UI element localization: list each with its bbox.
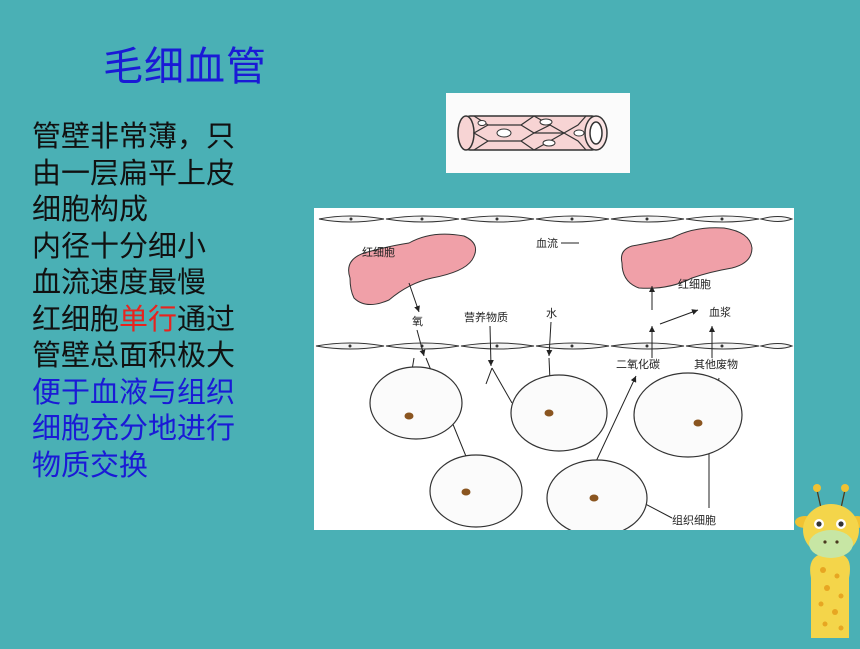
giraffe-icon bbox=[783, 478, 860, 645]
label-blood-flow: 血流 bbox=[536, 236, 558, 250]
red-blood-cell-left bbox=[348, 233, 477, 305]
label-water: 水 bbox=[546, 307, 557, 320]
text-line: 物质交换 bbox=[32, 447, 292, 484]
label-rbc-left: 红细胞 bbox=[362, 246, 395, 259]
text-line: 由一层扁平上皮 bbox=[32, 155, 292, 192]
text-segment: 便于血液与组织 bbox=[32, 374, 236, 409]
label-nutrients: 营养物质 bbox=[464, 310, 508, 324]
text-line: 细胞充分地进行 bbox=[32, 410, 292, 447]
label-tissue-cells: 组织细胞 bbox=[672, 513, 716, 527]
capillary-exchange-diagram: 红细胞 血流 红细胞 血浆 氧 营养物质 水 二氧化碳 其他废物 组织细胞 bbox=[314, 208, 794, 537]
text-segment: 细胞充分地进行 bbox=[32, 411, 236, 445]
red-blood-cell-right bbox=[621, 227, 753, 289]
label-rbc-right: 红细胞 bbox=[678, 278, 711, 291]
text-segment: 管壁非常薄，只 bbox=[32, 119, 236, 153]
description-text: 管壁非常薄，只由一层扁平上皮细胞构成内径十分细小血流速度最慢红细胞单行通过管壁总… bbox=[32, 118, 292, 483]
text-line: 内径十分细小 bbox=[32, 228, 292, 265]
tissue-cells bbox=[369, 366, 743, 537]
slide-title: 毛细血管 bbox=[103, 44, 267, 90]
text-line: 红细胞单行通过 bbox=[32, 301, 292, 338]
text-segment: 通过 bbox=[177, 301, 236, 336]
label-oxygen: 氧 bbox=[412, 314, 423, 328]
text-segment: 单行 bbox=[119, 301, 178, 336]
text-line: 管壁总面积极大 bbox=[32, 337, 292, 374]
text-segment: 血流速度最慢 bbox=[32, 265, 207, 299]
text-line: 细胞构成 bbox=[32, 191, 292, 228]
text-segment: 由一层扁平上皮 bbox=[32, 155, 236, 190]
text-line: 管壁非常薄，只 bbox=[32, 118, 292, 155]
vessel-wall-top bbox=[318, 215, 794, 223]
text-segment: 管壁总面积极大 bbox=[32, 338, 236, 372]
label-waste: 其他废物 bbox=[694, 357, 738, 371]
text-segment: 细胞构成 bbox=[32, 192, 149, 226]
label-plasma: 血浆 bbox=[709, 305, 731, 319]
text-segment: 红细胞 bbox=[32, 301, 120, 336]
label-co2: 二氧化碳 bbox=[616, 357, 660, 371]
text-segment: 物质交换 bbox=[32, 447, 149, 482]
text-line: 血流速度最慢 bbox=[32, 264, 292, 301]
text-segment: 内径十分细小 bbox=[32, 228, 207, 263]
text-line: 便于血液与组织 bbox=[32, 374, 292, 411]
capillary-tube-icon bbox=[446, 93, 630, 173]
